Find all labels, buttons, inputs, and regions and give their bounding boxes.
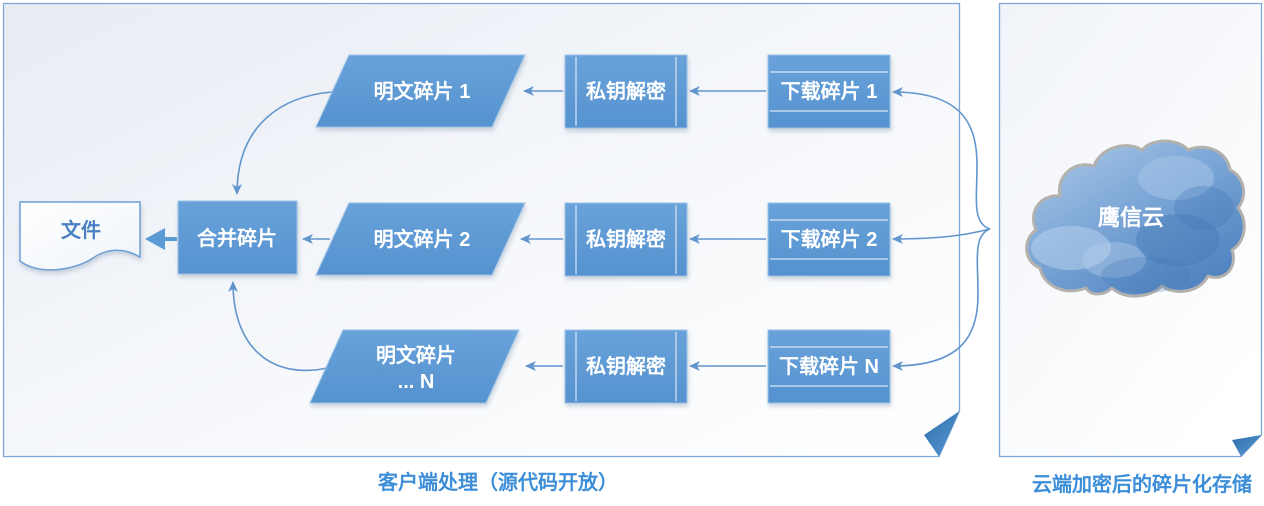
plain-fragment-1-node bbox=[315, 54, 526, 128]
connector-cloud-download2 bbox=[892, 228, 991, 244]
storage-panel-caption: 云端加密后的碎片化存储 bbox=[1032, 472, 1252, 496]
merge-label: 合并碎片 bbox=[197, 226, 277, 250]
plain-fragment-2-node bbox=[315, 202, 526, 276]
connector-merge-file bbox=[145, 228, 177, 250]
connector-plain3-merge bbox=[228, 281, 328, 372]
connector-plain1-merge bbox=[232, 91, 333, 195]
download-2-label: 下载碎片 2 bbox=[781, 227, 878, 251]
client-panel-fold-corner bbox=[924, 411, 960, 457]
decrypt-1-node bbox=[564, 54, 688, 129]
decrypt-1-label: 私钥解密 bbox=[586, 79, 666, 103]
plain-fragment-2-label: 明文碎片 2 bbox=[374, 227, 471, 251]
file-node bbox=[19, 201, 141, 271]
download-1-node bbox=[767, 54, 891, 129]
cloud-label: 鹰信云 bbox=[1098, 205, 1164, 230]
connectors bbox=[145, 86, 991, 372]
download-3-node bbox=[767, 329, 891, 404]
plain-fragment-1-label: 明文碎片 1 bbox=[374, 79, 471, 103]
download-1-label: 下载碎片 1 bbox=[781, 79, 878, 103]
client-panel-caption: 客户端处理（源代码开放） bbox=[377, 470, 618, 494]
plain-fragment-n-label-line1: 明文碎片 bbox=[376, 343, 456, 367]
connector-cloud-download3 bbox=[892, 228, 991, 371]
cloud-inner-lobes bbox=[1031, 156, 1234, 293]
plain-fragment-n-label-line2: ... N bbox=[398, 371, 435, 393]
file-label: 文件 bbox=[61, 218, 101, 242]
download-2-node bbox=[767, 202, 891, 277]
download-3-label: 下载碎片 N bbox=[779, 354, 879, 378]
plain-fragment-n-node bbox=[309, 329, 520, 404]
decrypt-3-node bbox=[564, 329, 688, 404]
merge-node bbox=[177, 200, 298, 275]
cloud-shape bbox=[1025, 139, 1246, 298]
decrypt-2-label: 私钥解密 bbox=[586, 227, 666, 251]
decrypt-3-label: 私钥解密 bbox=[586, 354, 666, 378]
storage-panel-fold-corner bbox=[1232, 435, 1262, 457]
decrypt-2-node bbox=[564, 202, 688, 277]
connector-cloud-download1 bbox=[892, 87, 991, 230]
